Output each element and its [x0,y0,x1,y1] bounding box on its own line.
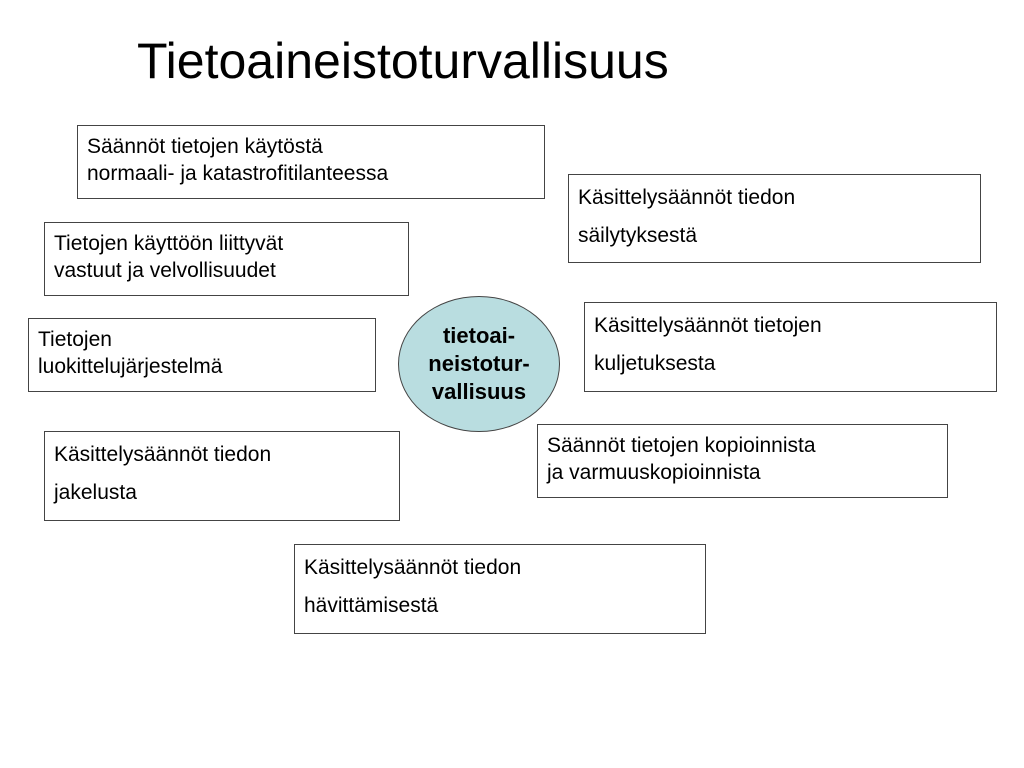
center-text-line: vallisuus [431,379,527,404]
node-text-line: Tietojen käyttöön liittyvät [54,232,284,255]
node-text-line: Käsittelysäännöt tiedon [54,443,272,466]
node-text-line: Käsittelysäännöt tietojen [594,314,822,337]
node-text-line: normaali- ja katastrofitilanteessa [87,162,389,185]
node-text-line: Säännöt tietojen käytöstä [87,135,323,158]
node-text-line: ja varmuuskopioinnista [547,461,761,484]
node-text-line: Käsittelysäännöt tiedon [304,556,522,579]
node-responsibilities: Tietojen käyttöön liittyvät vastuut ja v… [44,222,409,296]
node-distribution-rules: Käsittelysäännöt tiedon jakelusta [44,431,400,521]
node-transport-rules: Käsittelysäännöt tietojen kuljetuksesta [584,302,997,392]
node-text-line: Säännöt tietojen kopioinnista [547,434,816,457]
node-text-line: Käsittelysäännöt tiedon [578,186,796,209]
node-disposal-rules: Käsittelysäännöt tiedon hävittämisestä [294,544,706,634]
node-text-line: kuljetuksesta [594,352,716,375]
node-storage-rules: Käsittelysäännöt tiedon säilytyksestä [568,174,981,263]
node-text-line: jakelusta [54,481,137,504]
node-text-line: luokittelujärjestelmä [38,355,223,378]
center-text-line: neistotur- [428,351,530,376]
node-text-line: säilytyksestä [578,224,698,247]
node-usage-rules: Säännöt tietojen käytöstä normaali- ja k… [77,125,545,199]
center-ellipse: tietoai- neistotur- vallisuus [398,296,560,432]
center-text-line: tietoai- [442,323,516,348]
node-backup-rules: Säännöt tietojen kopioinnista ja varmuus… [537,424,948,498]
slide-title: Tietoaineistoturvallisuus [137,33,669,89]
node-text-line: Tietojen [38,328,112,351]
node-classification-system: Tietojen luokittelujärjestelmä [28,318,376,392]
node-text-line: vastuut ja velvollisuudet [54,259,276,282]
node-text-line: hävittämisestä [304,594,439,617]
